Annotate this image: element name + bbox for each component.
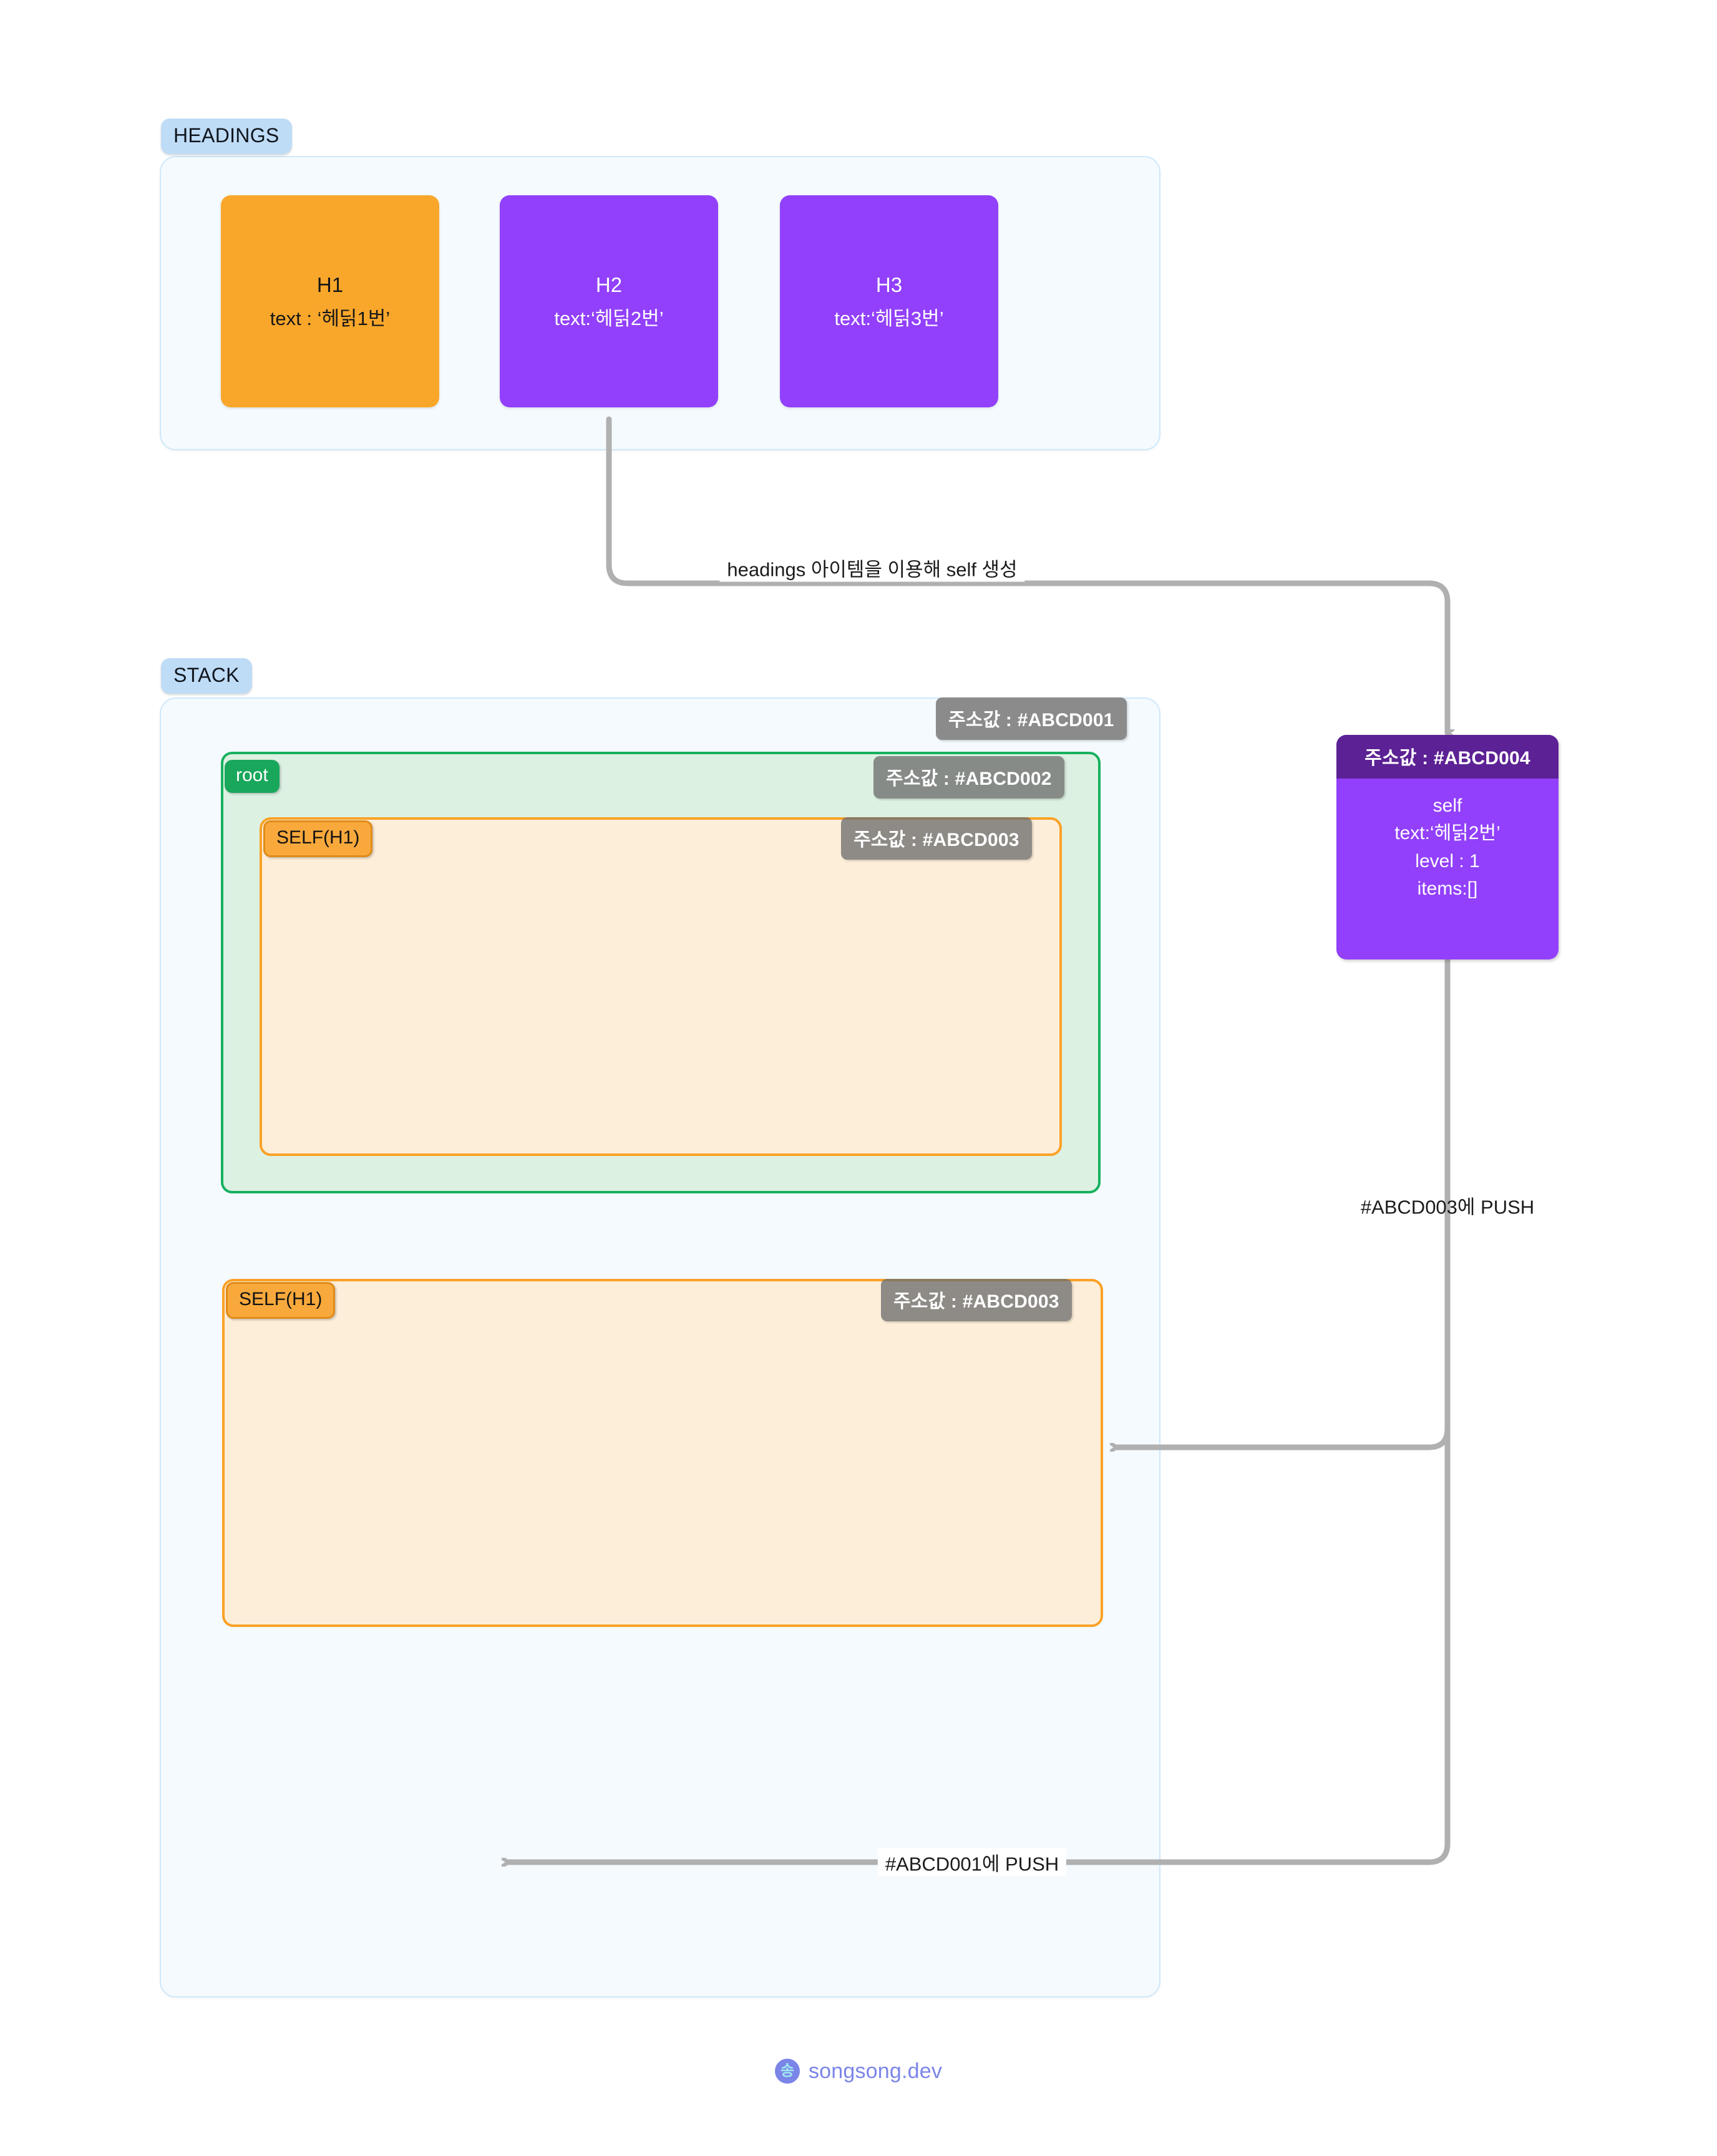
name-badge-self-h1-lower: SELF(H1) — [226, 1282, 336, 1319]
footer-brand-text: songsong.dev — [808, 2059, 943, 2083]
name-badge-root: root — [225, 760, 280, 793]
heading-card-subtitle: text:‘헤딝2번’ — [554, 308, 664, 329]
address-badge-abcd002: 주소값 : #ABCD002 — [873, 756, 1064, 799]
heading-card-title: H2 — [595, 273, 623, 296]
self-node-body: self text:‘헤딝2번’ level : 1 items:[] — [1336, 779, 1559, 903]
self-node-line-items: items:[] — [1417, 878, 1478, 900]
heading-card-subtitle: text:‘헤딝3번’ — [834, 308, 944, 329]
connector-label-push-abcd003: #ABCD003에 PUSH — [1360, 1196, 1535, 1218]
footer-brand: 송 songsong.dev — [0, 2059, 1717, 2084]
heading-card-h3[interactable]: H3 text:‘헤딝3번’ — [780, 195, 998, 407]
connector-label-push-abcd001: #ABCD001에 PUSH — [877, 1848, 1067, 1877]
address-badge-abcd003-lower: 주소값 : #ABCD003 — [881, 1279, 1072, 1321]
self-node-line-self: self — [1432, 795, 1462, 816]
heading-card-h1[interactable]: H1 text : ‘헤딝1번’ — [221, 195, 439, 407]
heading-card-title: H3 — [875, 273, 903, 296]
section-pill-headings: HEADINGS — [161, 119, 292, 154]
section-pill-stack: STACK — [161, 658, 252, 694]
self-node-address: 주소값 : #ABCD004 — [1336, 735, 1559, 779]
heading-card-title: H1 — [316, 273, 344, 296]
songsong-logo-icon: 송 — [774, 2059, 800, 2084]
stack-frame-self-h1-inner — [260, 817, 1062, 1156]
self-node-abcd004[interactable]: 주소값 : #ABCD004 self text:‘헤딝2번’ level : … — [1336, 735, 1559, 959]
address-badge-abcd001: 주소값 : #ABCD001 — [936, 697, 1127, 740]
heading-card-h2[interactable]: H2 text:‘헤딝2번’ — [500, 195, 718, 407]
self-node-line-text: text:‘헤딝2번’ — [1394, 823, 1501, 844]
stack-frame-self-h1-lower — [222, 1279, 1103, 1627]
self-node-line-level: level : 1 — [1415, 850, 1480, 872]
name-badge-self-h1-inner: SELF(H1) — [263, 820, 373, 857]
connector-label-create-self: headings 아이템을 이용해 self 생성 — [719, 553, 1025, 582]
address-badge-abcd003-inner: 주소값 : #ABCD003 — [841, 817, 1032, 860]
heading-card-subtitle: text : ‘헤딝1번’ — [270, 308, 391, 329]
